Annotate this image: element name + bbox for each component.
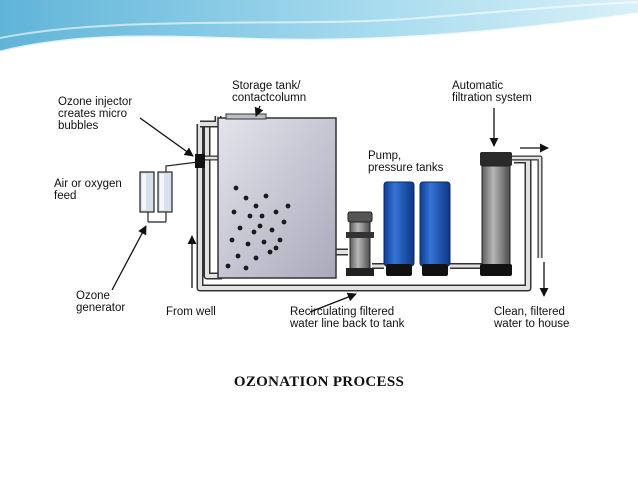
bubble bbox=[229, 237, 235, 243]
storage-tank bbox=[217, 113, 337, 279]
bubble bbox=[281, 219, 287, 225]
bubble bbox=[231, 209, 237, 215]
label-automatic-filtration: Automatic filtration system bbox=[452, 80, 532, 104]
filtration-column bbox=[480, 152, 512, 276]
label-ozone-generator: Ozone generator bbox=[76, 290, 126, 314]
label-ozone-injector: Ozone injector creates micro bubbles bbox=[58, 96, 133, 132]
label-clean-water: Clean, filtered water to house bbox=[494, 306, 570, 330]
bubble bbox=[253, 203, 259, 209]
bubble bbox=[273, 245, 279, 251]
pressure-tanks bbox=[383, 181, 451, 276]
bubble bbox=[247, 213, 253, 219]
bubble bbox=[243, 195, 249, 201]
label-recirculating: Recirculating filtered water line back t… bbox=[290, 306, 405, 330]
bubble bbox=[273, 209, 279, 215]
flow-arrows bbox=[111, 105, 549, 313]
bubble bbox=[251, 229, 257, 235]
bubble bbox=[285, 203, 291, 209]
label-from-well: From well bbox=[166, 306, 216, 318]
injector-valve bbox=[195, 154, 205, 168]
bubble bbox=[259, 213, 265, 219]
label-pump-tanks: Pump, pressure tanks bbox=[368, 150, 444, 174]
bubble bbox=[225, 263, 231, 269]
bubble bbox=[261, 239, 267, 245]
label-air-oxygen: Air or oxygen feed bbox=[54, 178, 122, 202]
micro-bubbles bbox=[225, 185, 291, 271]
caption: OZONATION PROCESS bbox=[233, 374, 405, 390]
bubble bbox=[235, 253, 241, 259]
header-wave bbox=[0, 0, 638, 54]
bubble bbox=[269, 227, 275, 233]
bubble bbox=[257, 223, 263, 229]
bubble bbox=[237, 225, 243, 231]
bubble bbox=[267, 249, 273, 255]
bubble bbox=[233, 185, 239, 191]
bubble bbox=[243, 265, 249, 271]
pump-unit bbox=[346, 211, 374, 276]
label-storage-tank: Storage tank/ contactcolumn bbox=[232, 80, 307, 104]
pipe-network bbox=[196, 116, 543, 292]
bubble bbox=[245, 241, 251, 247]
bubble bbox=[253, 255, 259, 261]
ozone-generator bbox=[139, 161, 199, 223]
bubble bbox=[263, 193, 269, 199]
bubble bbox=[277, 237, 283, 243]
